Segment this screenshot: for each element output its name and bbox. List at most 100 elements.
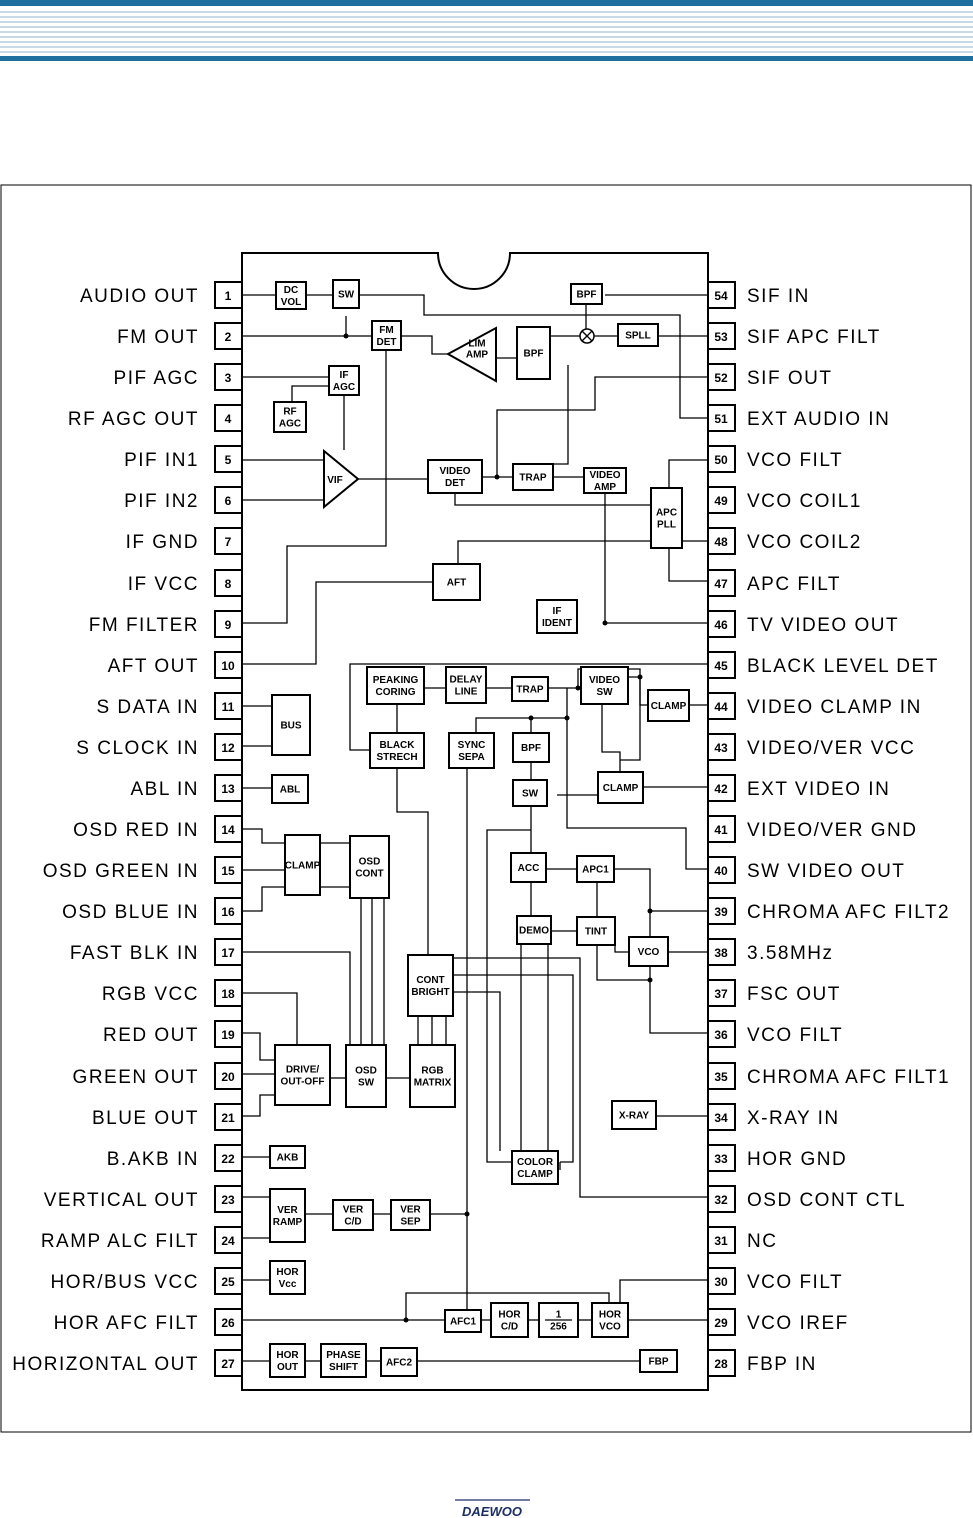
pin-box — [707, 322, 736, 350]
pin-box — [707, 1020, 736, 1048]
pin-box — [707, 1349, 736, 1377]
block-black-strech-label: BLACK — [380, 740, 416, 751]
block-afc2: AFC2 — [380, 1347, 418, 1377]
pin-box — [214, 1308, 243, 1336]
pin-box — [214, 651, 243, 679]
block-osd-sw-label: SW — [358, 1078, 375, 1089]
pin-label: FBP IN — [747, 1354, 817, 1375]
pin-label: 3.58MHz — [747, 943, 834, 964]
pin-box — [707, 1226, 736, 1254]
block-if-ident-label: IF — [553, 606, 562, 617]
pin-label: RGB VCC — [102, 984, 199, 1005]
block-trap-if: TRAP — [512, 463, 554, 491]
block-video-det-box — [427, 459, 483, 494]
pin-label: VCO FILT — [747, 450, 843, 471]
block-fm-det-label: DET — [377, 337, 397, 348]
block-video-det-label: VIDEO — [439, 466, 470, 477]
block-video-det-label: DET — [445, 478, 465, 489]
pin-label: CHROMA AFC FILT2 — [747, 902, 950, 923]
pin-box — [707, 363, 736, 391]
pin-box — [707, 486, 736, 514]
vif-triangle — [323, 448, 360, 510]
left-pin-12: 12S CLOCK IN — [76, 733, 243, 761]
pin-label: RED OUT — [103, 1025, 199, 1046]
block-ver-sep-label: VER — [400, 1205, 421, 1216]
block-sw-chroma: SW — [512, 779, 548, 807]
block-phase-shift-box — [320, 1343, 367, 1378]
pin-number: 20 — [221, 1070, 235, 1084]
pin-box — [214, 610, 243, 638]
pin-number: 53 — [714, 330, 728, 344]
block-osd-cont-label: OSD — [359, 857, 381, 868]
block-rgb-matrix-label: RGB — [421, 1066, 443, 1077]
block-hor-vco-label: HOR — [599, 1310, 622, 1321]
block-peaking-coring-label: PEAKING — [373, 675, 419, 686]
block-video-sw-label: SW — [596, 687, 613, 698]
ic-body — [241, 252, 709, 1391]
block-fbp-box — [639, 1349, 678, 1373]
block-hor-vco-box — [591, 1302, 629, 1338]
block-afc2-label: AFC2 — [386, 1358, 413, 1369]
pin-box — [214, 774, 243, 802]
pin-number: 31 — [714, 1234, 728, 1248]
pin-box — [214, 569, 243, 597]
block-ver-sep-box — [390, 1199, 431, 1231]
pin-label: VIDEO CLAMP IN — [747, 697, 922, 718]
pin-box — [707, 897, 736, 925]
block-vco-chroma-label: VCO — [638, 947, 660, 958]
pin-box — [214, 1185, 243, 1213]
block-color-clamp-box — [511, 1150, 559, 1185]
block-afc1-label: AFC1 — [450, 1317, 477, 1328]
block-sync-sepa-label: SYNC — [458, 740, 486, 751]
left-pin-22: 22B.AKB IN — [107, 1144, 243, 1172]
pin-box — [707, 938, 736, 966]
block-bpf-sif-out-box — [516, 326, 551, 380]
pin-label: RAMP ALC FILT — [41, 1231, 199, 1252]
pin-number: 8 — [225, 577, 232, 591]
block-drive-out-off-label: DRIVE/ — [286, 1065, 320, 1076]
block-bus-box — [271, 694, 311, 756]
block-if-ident-label: IDENT — [542, 618, 572, 629]
pin-box — [214, 856, 243, 884]
pin-label: FSC OUT — [747, 984, 841, 1005]
pin-number: 14 — [221, 823, 235, 837]
pin-box — [707, 281, 736, 309]
block-spll-box — [617, 323, 659, 347]
pin-number: 12 — [221, 741, 235, 755]
block-aft-box — [432, 563, 481, 601]
pin-number: 39 — [714, 905, 728, 919]
block-demo: DEMO — [516, 915, 552, 945]
block-osd-sw-label: OSD — [355, 1066, 377, 1077]
pin-box — [707, 1308, 736, 1336]
block-acc-box — [510, 852, 547, 883]
block-afc1: AFC1 — [444, 1309, 482, 1333]
pin-box — [214, 445, 243, 473]
block-bpf-sif-in-label: BPF — [577, 290, 597, 301]
pin-label: SW VIDEO OUT — [747, 861, 905, 882]
pin-label: RF AGC OUT — [68, 409, 199, 430]
pin-box — [214, 815, 243, 843]
pin-box — [707, 651, 736, 679]
block-drive-out-off-label: OUT-OFF — [281, 1077, 325, 1088]
block-x-ray-box — [611, 1100, 657, 1130]
pin-number: 28 — [714, 1357, 728, 1371]
block-spll-label: SPLL — [625, 331, 651, 342]
